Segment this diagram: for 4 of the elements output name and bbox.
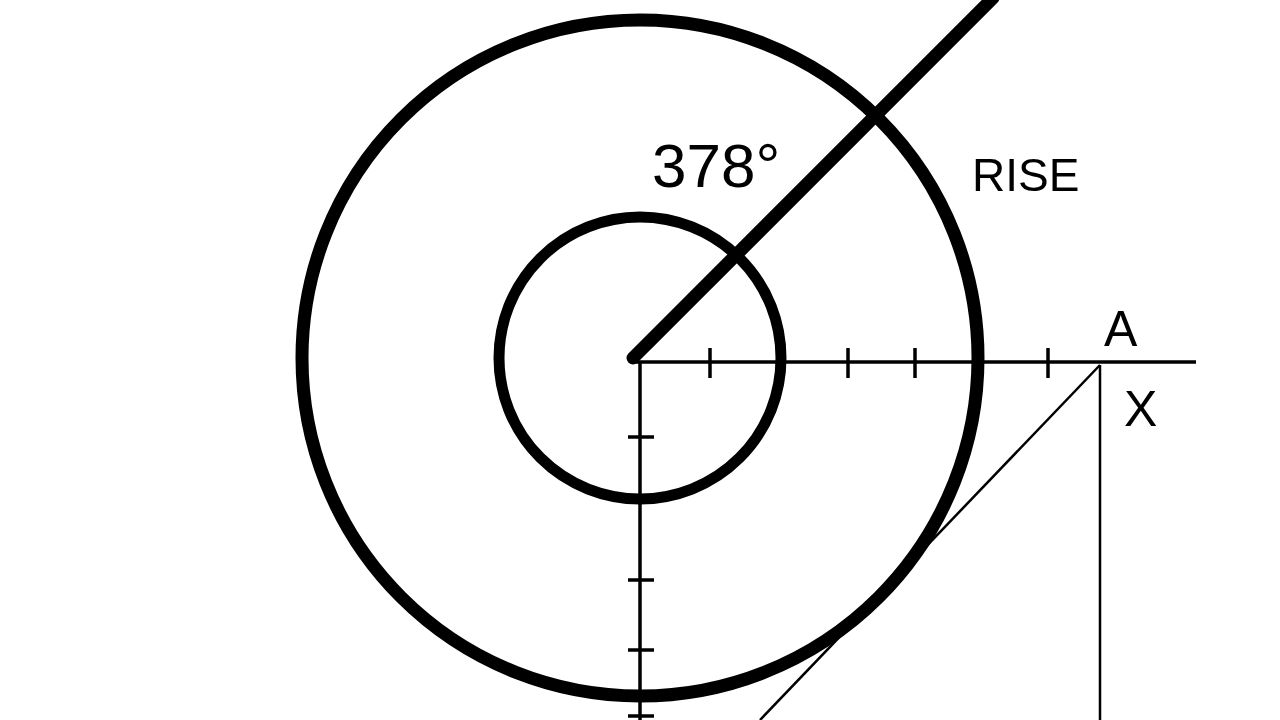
rise-label: RISE — [972, 152, 1080, 198]
angle-label: 378° — [652, 135, 781, 197]
axis-label: X — [1124, 384, 1158, 434]
point-label: A — [1104, 304, 1138, 354]
